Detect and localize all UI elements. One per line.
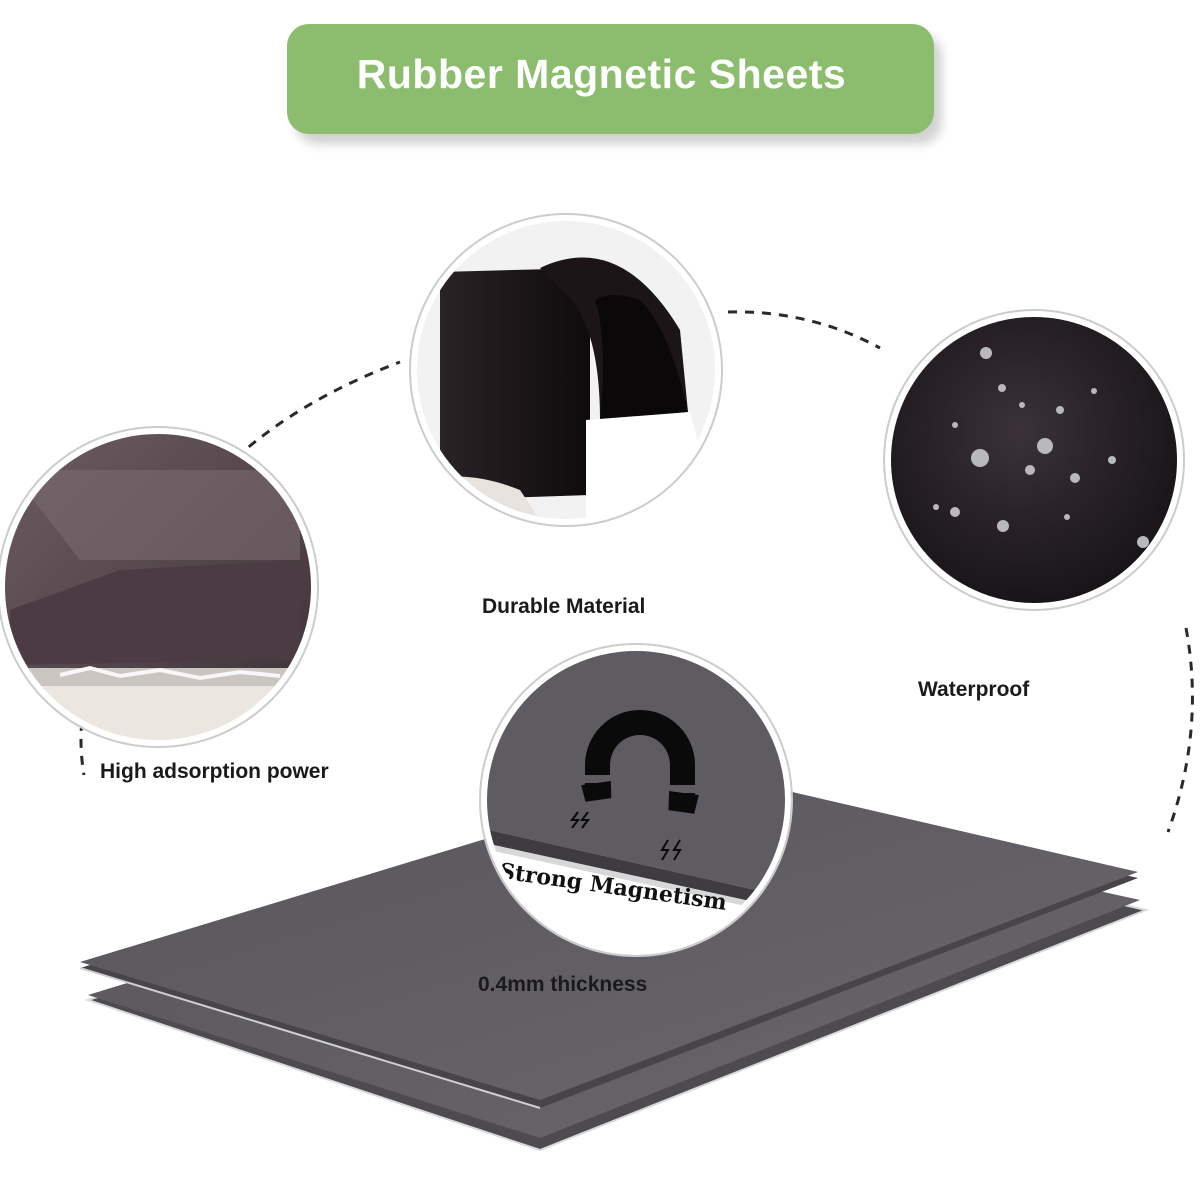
water-droplet xyxy=(933,504,939,510)
high-adsorption-label: High adsorption power xyxy=(100,760,329,783)
water-droplet xyxy=(1108,456,1116,464)
lightning-icon xyxy=(570,811,590,829)
water-droplet xyxy=(1064,514,1070,520)
water-droplet xyxy=(1019,402,1025,408)
horseshoe-magnet-icon xyxy=(581,710,699,814)
water-droplet xyxy=(1025,465,1035,475)
water-droplet xyxy=(971,449,989,467)
thickness-label: 0.4mm thickness xyxy=(478,973,648,996)
water-droplet xyxy=(980,347,992,359)
waterproof-photo xyxy=(883,309,1185,611)
sheet-highlight-edge xyxy=(79,967,541,1109)
water-droplet xyxy=(1056,406,1064,414)
water-droplet xyxy=(950,507,960,517)
water-droplet xyxy=(997,520,1009,532)
page-title: Rubber Magnetic Sheets xyxy=(356,50,847,97)
water-droplet xyxy=(998,384,1006,392)
durable-material-photo xyxy=(409,213,723,527)
strong-magnetism-photo: Strong Magnetism xyxy=(479,643,793,957)
dashed-arc-left xyxy=(234,360,401,460)
water-droplet xyxy=(1037,438,1053,454)
dashed-arc-top-right xyxy=(727,310,881,350)
water-droplet xyxy=(952,422,958,428)
water-droplet xyxy=(1137,536,1149,548)
durable-material-label: Durable Material xyxy=(482,595,646,618)
water-droplet xyxy=(1091,388,1097,394)
lightning-icon xyxy=(660,839,682,861)
waterproof-label: Waterproof xyxy=(918,678,1030,701)
adsorption-photo xyxy=(0,426,319,748)
title-banner: Rubber Magnetic Sheets xyxy=(287,24,934,134)
dashed-arc-right xyxy=(1166,627,1194,833)
water-droplet xyxy=(1070,473,1080,483)
